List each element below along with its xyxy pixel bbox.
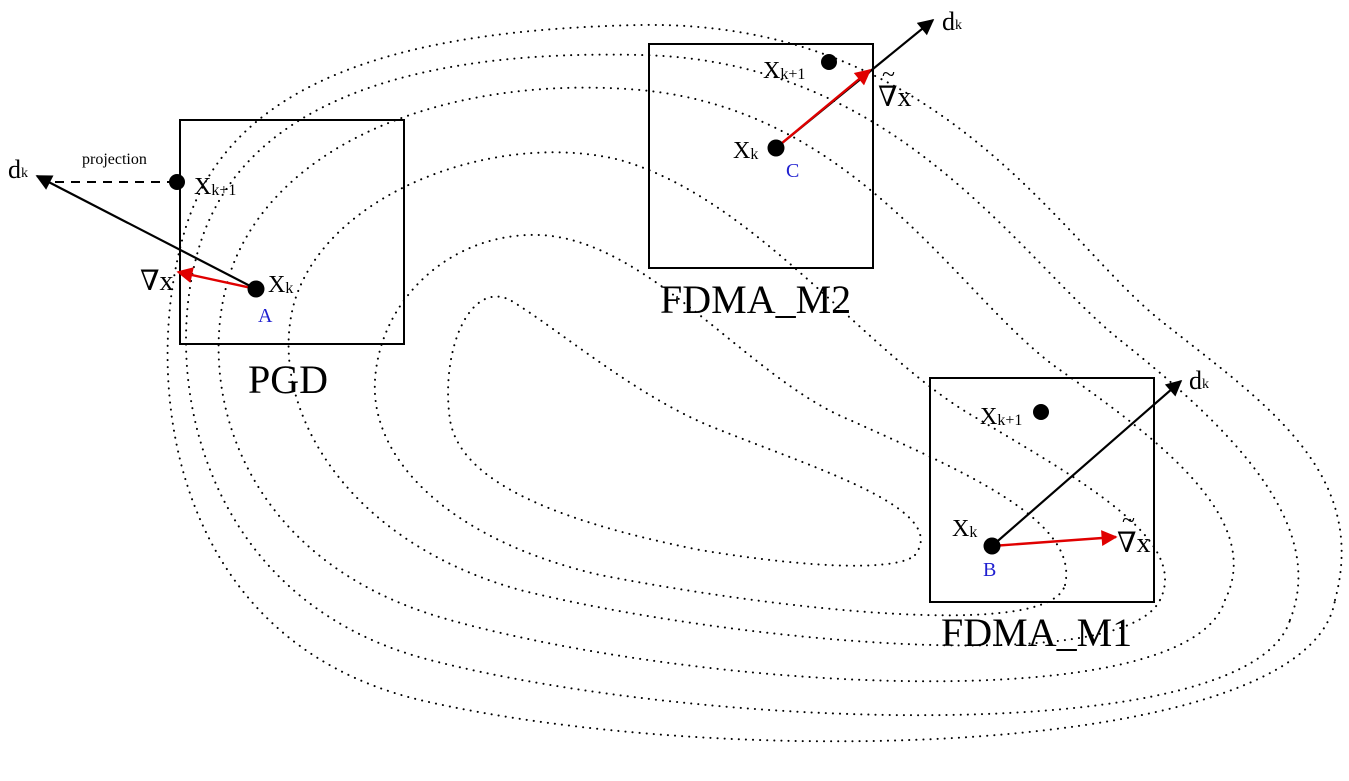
fdma-m1-point-letter: B	[983, 559, 996, 581]
fdma-m2-next-point	[821, 54, 837, 70]
fdma-m1-direction-label: dk	[1189, 366, 1209, 395]
fdma-m1-current-point-label: Xk	[952, 516, 977, 542]
fdma-m1-feasible-box	[929, 377, 1155, 603]
fdma-m1-current-point	[983, 537, 1001, 555]
fdma-m1-direction-arrow	[991, 379, 1183, 547]
fdma-m1-gradient-tilde: ~	[1122, 508, 1135, 534]
panel-pgd: dk projection Xk+1 ∇x Xk A PGD	[8, 119, 405, 402]
pgd-current-point-label: Xk	[268, 272, 293, 298]
pgd-projection-label: projection	[82, 151, 147, 168]
contour-4	[217, 86, 1235, 683]
fdma-m1-gradient-label: ∇x	[1117, 528, 1151, 559]
fdma-m2-current-point	[767, 139, 785, 157]
fdma-m2-point-letter: C	[786, 160, 799, 182]
pgd-gradient-arrow	[176, 267, 257, 291]
pgd-next-point-label: Xk+1	[194, 174, 236, 200]
fdma-m2-direction-label: dk	[942, 7, 962, 36]
pgd-direction-arrow	[35, 175, 257, 290]
pgd-current-point	[247, 280, 265, 298]
fdma-m2-gradient-label: ∇x	[878, 82, 912, 113]
pgd-title: PGD	[248, 357, 328, 402]
pgd-next-point	[169, 174, 185, 190]
fdma-m2-gradient-tilde: ~	[882, 62, 895, 88]
contour-2	[373, 233, 1068, 617]
pgd-point-letter: A	[258, 305, 273, 327]
fdma-m1-next-point-label: Xk+1	[980, 404, 1022, 430]
fdma-m2-gradient-arrow	[775, 68, 872, 149]
fdma-m1-gradient-arrow	[991, 530, 1118, 548]
fdma-m1-title: FDMA_M1	[941, 610, 1132, 655]
panel-fdma-m2: dk Xk+1 ~ ∇x Xk C FDMA_M2	[648, 7, 962, 322]
level-set-contours	[166, 23, 1343, 743]
pgd-gradient-label: ∇x	[140, 266, 174, 297]
fdma-m2-current-point-label: Xk	[733, 138, 758, 164]
contour-6	[166, 23, 1343, 743]
fdma-m2-feasible-box	[648, 43, 874, 269]
contour-1	[447, 295, 922, 567]
pgd-feasible-box	[179, 119, 405, 345]
fdma-m1-next-point	[1033, 404, 1049, 420]
contour-3	[287, 151, 1167, 647]
fdma-m2-title: FDMA_M2	[660, 277, 851, 322]
panel-fdma-m1: dk Xk+1 ~ ∇x Xk B FDMA_M1	[929, 366, 1209, 655]
fdma-m2-next-point-label: Xk+1	[763, 58, 805, 84]
pgd-direction-label: dk	[8, 155, 28, 184]
